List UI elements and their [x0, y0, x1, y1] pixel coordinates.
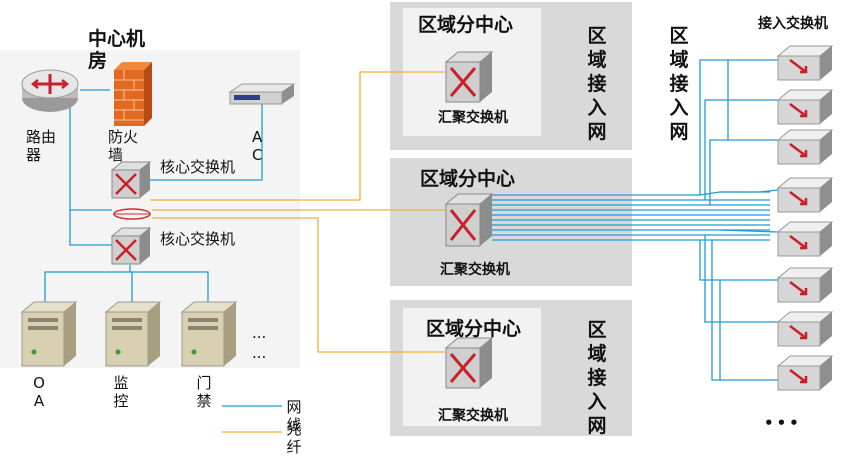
- core-switch-icon: [110, 227, 152, 265]
- region-1-access-net: 区域接入网: [587, 25, 607, 143]
- aggregation-switch-icon: [444, 51, 494, 103]
- firewall-icon: [114, 62, 152, 126]
- access-switch[interactable]: [776, 220, 834, 258]
- access-switch-icon: [776, 177, 834, 213]
- core-switch-2-label: 核心交换机: [160, 230, 236, 248]
- region-1-aggregation-switch[interactable]: [444, 50, 494, 104]
- server-icon: [104, 301, 162, 367]
- access-switch[interactable]: [776, 176, 834, 214]
- server-access-control[interactable]: [180, 300, 238, 368]
- region-2-switch-label: 汇聚交换机: [440, 262, 510, 278]
- region-1-switch-label: 汇聚交换机: [438, 110, 508, 126]
- region-3-switch-label: 汇聚交换机: [438, 408, 508, 424]
- access-switch-icon: [776, 355, 834, 391]
- aggregation-switch-icon: [444, 193, 494, 247]
- legend-fiber-label: 光纤: [286, 420, 302, 456]
- access-switch-icon: [776, 221, 834, 257]
- access-switch[interactable]: [776, 310, 834, 348]
- router-icon: [21, 69, 79, 112]
- region-1-title: 区域分中心: [418, 14, 514, 36]
- region-3-aggregation-switch[interactable]: [444, 336, 494, 390]
- router-label: 路由器: [26, 128, 57, 164]
- server-oa[interactable]: [20, 300, 78, 368]
- core-switch-icon: [110, 161, 152, 199]
- region-zone-2: [390, 158, 632, 286]
- aggregation-switch-icon: [444, 337, 494, 389]
- access-switch[interactable]: [776, 88, 834, 126]
- core-switch-2[interactable]: [110, 226, 152, 266]
- server-ellipsis-1: ...: [252, 324, 267, 342]
- firewall-label: 防火墙: [108, 128, 139, 164]
- center-room-title: 中心机房: [88, 28, 146, 72]
- server-icon: [20, 301, 78, 367]
- firewall[interactable]: [108, 60, 154, 128]
- access-ellipsis: •••: [764, 414, 802, 432]
- ac-label: AC: [252, 128, 263, 164]
- server-access-control-label: 门禁: [196, 374, 212, 410]
- access-switch-icon: [776, 311, 834, 347]
- server-monitor-label: 监控: [113, 374, 129, 410]
- server-monitor[interactable]: [104, 300, 162, 368]
- router[interactable]: [20, 68, 80, 116]
- server-icon: [180, 301, 238, 367]
- access-switch[interactable]: [776, 266, 834, 304]
- access-switch-label: 接入交换机: [758, 16, 828, 32]
- access-switch-icon: [776, 89, 834, 125]
- region-3-access-net: 区域接入网: [587, 319, 607, 437]
- core-switch-1-label: 核心交换机: [160, 158, 236, 176]
- core-switch-1[interactable]: [110, 160, 152, 200]
- access-switch[interactable]: [776, 128, 834, 166]
- access-switch-icon: [776, 129, 834, 165]
- server-ellipsis-2: ...: [252, 344, 267, 362]
- region-2-aggregation-switch[interactable]: [444, 192, 494, 248]
- access-switch-icon: [776, 45, 834, 81]
- access-switch-icon: [776, 267, 834, 303]
- access-switch[interactable]: [776, 44, 834, 82]
- region-3-title: 区域分中心: [426, 318, 522, 340]
- ac-icon: [228, 83, 296, 105]
- server-oa-label: OA: [33, 374, 45, 410]
- right-access-net-label: 区域接入网: [669, 25, 689, 143]
- legend-cable-label: 网线: [286, 398, 302, 434]
- ac-device[interactable]: [228, 82, 296, 108]
- access-switch[interactable]: [776, 354, 834, 392]
- region-2-title: 区域分中心: [420, 168, 516, 190]
